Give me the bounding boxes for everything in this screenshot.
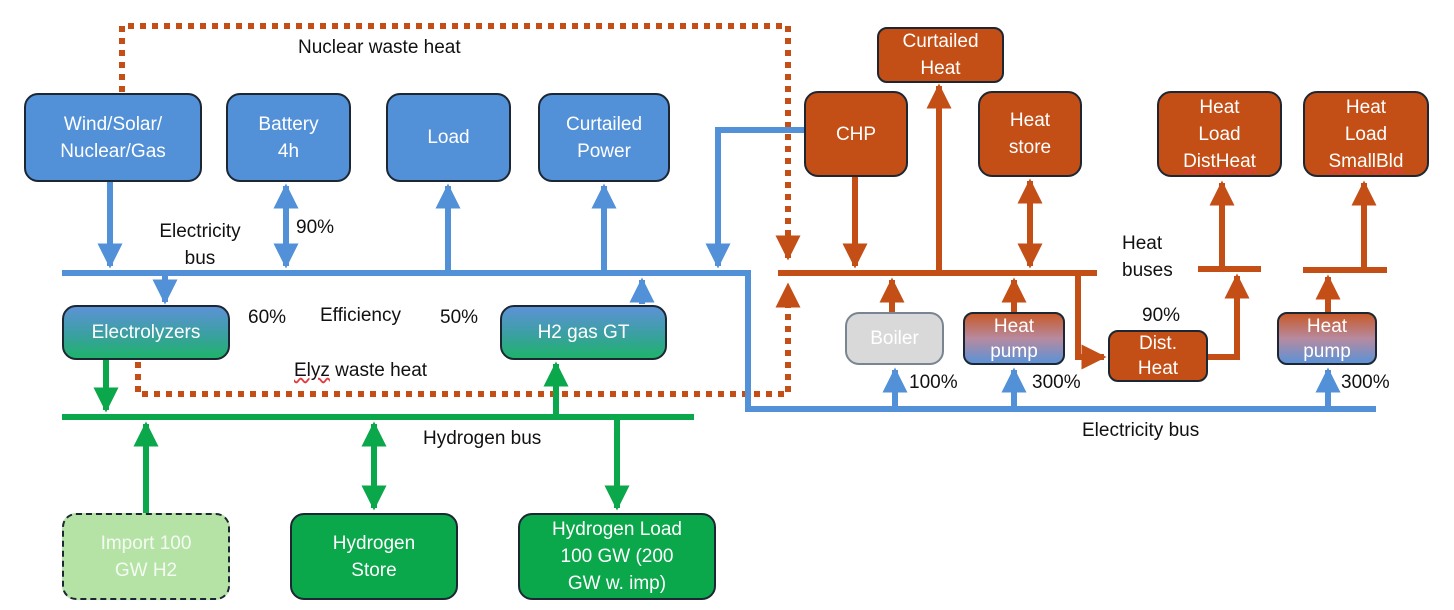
- boiler-efficiency-label: 100%: [909, 372, 958, 393]
- heat-load-smallbld-line3: SmallBld: [1328, 150, 1404, 172]
- heat-load-distheat-node: Heat Load DistHeat: [1157, 91, 1282, 177]
- heat-store-node: Heat store: [978, 91, 1082, 177]
- electrolyzer-efficiency-label: 60%: [248, 307, 287, 328]
- wind-solar-nuclear-gas-node: Wind/Solar/ Nuclear/Gas: [24, 93, 202, 182]
- boiler-node: Boiler: [845, 312, 944, 365]
- heat-pump-1-label: Heat pump: [990, 315, 1038, 362]
- heat-buses-label: Heat buses: [1122, 233, 1173, 281]
- heat-pump-2-label: Heat pump: [1303, 315, 1351, 362]
- curtailed-power-label: Curtailed Power: [565, 113, 643, 162]
- hydrogen-load-label: Hydrogen Load 100 GW (200 GW w. imp): [552, 519, 682, 594]
- waste-heat-word: waste heat: [329, 360, 428, 381]
- heat-load-smallbld-line1: Heat: [1345, 96, 1387, 118]
- electricity-bus-2-label: Electricity bus: [1082, 420, 1200, 441]
- chp-node: CHP: [804, 91, 908, 177]
- heat-load-distheat-line2: Load: [1198, 123, 1241, 145]
- heat-load-smallbld-line2: Load: [1344, 123, 1388, 145]
- arrow-chp-to-bus: [705, 127, 806, 269]
- electrolyzers-label: Electrolyzers: [91, 322, 201, 343]
- efficiency-label: Efficiency: [320, 305, 401, 326]
- heat-pump-2-efficiency-label: 300%: [1341, 372, 1390, 393]
- hydrogen-load-node: Hydrogen Load 100 GW (200 GW w. imp): [518, 513, 716, 600]
- elyz-waste-heat-dotted-line: [135, 282, 801, 397]
- chp-label: CHP: [835, 123, 877, 145]
- dist-heat-efficiency-label: 90%: [1142, 305, 1181, 326]
- battery-node: Battery 4h: [226, 93, 351, 182]
- heat-pump-1-efficiency-label: 300%: [1032, 372, 1081, 393]
- import-h2-node: Import 100 GW H2: [62, 513, 230, 600]
- heat-pump-1-node: Heat pump: [963, 312, 1065, 365]
- heat-load-distheat-line1: Heat: [1199, 96, 1240, 118]
- battery-label: Battery 4h: [258, 113, 319, 162]
- electrolyzers-node: Electrolyzers: [62, 305, 230, 360]
- heat-load-smallbld-node: Heat Load SmallBld: [1303, 91, 1429, 177]
- battery-efficiency-label: 90%: [296, 217, 335, 238]
- boiler-label: Boiler: [870, 328, 919, 349]
- elyz-word: Elyz: [294, 360, 330, 381]
- curtailed-heat-label: Curtailed Heat: [902, 31, 979, 79]
- heat-pump-2-node: Heat pump: [1277, 312, 1377, 365]
- elyz-waste-heat-label: Elyz waste heat: [294, 357, 427, 384]
- curtailed-heat-node: Curtailed Heat: [877, 27, 1004, 83]
- h2-gas-gt-node: H2 gas GT: [500, 305, 667, 360]
- heat-store-label: Heat store: [1008, 110, 1052, 158]
- arrow-heat-bus-to-dist-heat: [1075, 276, 1107, 370]
- import-h2-label: Import 100 GW H2: [100, 532, 192, 581]
- gt-efficiency-label: 50%: [440, 307, 479, 328]
- electricity-bus-label: Electricity bus: [159, 221, 241, 269]
- hydrogen-store-label: Hydrogen Store: [332, 532, 416, 581]
- nuclear-waste-heat-label: Nuclear waste heat: [298, 37, 461, 58]
- wind-solar-nuclear-gas-label: Wind/Solar/ Nuclear/Gas: [60, 113, 166, 162]
- h2-gas-gt-label: H2 gas GT: [537, 322, 630, 343]
- nuclear-waste-heat-dotted-line: [119, 23, 801, 261]
- curtailed-power-node: Curtailed Power: [538, 93, 670, 182]
- dist-heat-node: Dist. Heat: [1108, 330, 1208, 382]
- hydrogen-bus-label: Hydrogen bus: [423, 428, 542, 449]
- load-label: Load: [427, 127, 470, 148]
- hydrogen-store-node: Hydrogen Store: [290, 513, 458, 600]
- dist-heat-label: Dist. Heat: [1137, 333, 1179, 379]
- arrow-dist-heat-to-bus: [1208, 273, 1250, 360]
- heat-load-distheat-line3: DistHeat: [1183, 150, 1256, 172]
- electricity-bus-connector: [745, 270, 1376, 412]
- load-node: Load: [386, 93, 511, 182]
